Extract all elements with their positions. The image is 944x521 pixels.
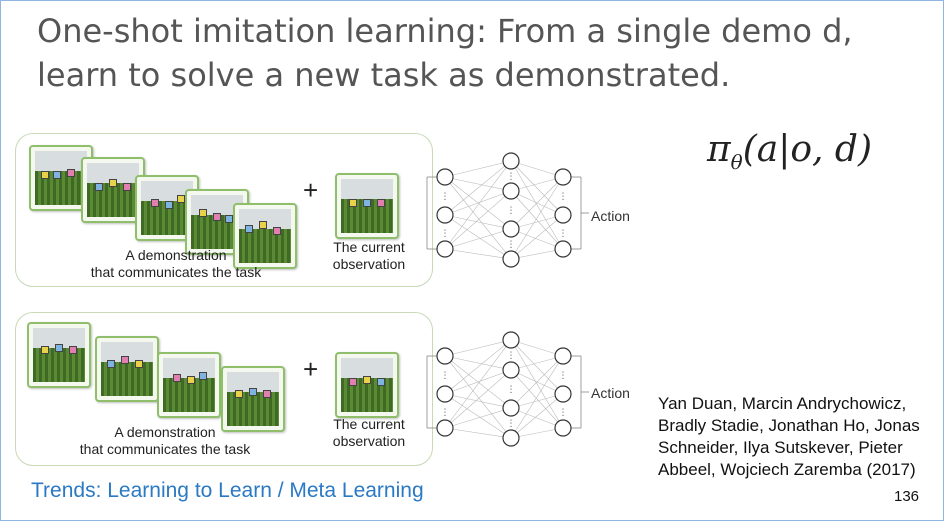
svg-text:⋮: ⋮ [441,371,450,381]
neural-network-diagram: ⋮ ⋮ ⋮ ⋮ ⋮ ⋮ ⋮ [426,152,589,268]
demo-frame-thumbnail [233,203,297,269]
formula-subscript: θ [730,150,743,175]
demo-frame-thumbnail [29,145,93,211]
page-number: 136 [894,488,920,505]
observation-caption-line1: The current [333,416,405,432]
observation-caption-line1: The current [333,239,405,255]
observation-caption-line2: observation [332,433,406,449]
formula-symbol: π [707,129,731,170]
svg-text:⋮: ⋮ [441,192,450,202]
demo-frame-thumbnail [95,336,159,402]
svg-text:⋮: ⋮ [441,408,450,418]
demo-frame-thumbnail [157,352,221,418]
svg-text:⋮: ⋮ [559,192,568,202]
svg-text:⋮: ⋮ [559,229,568,239]
slide-title: One-shot imitation learning: From a sing… [37,12,853,94]
citation: Yan Duan, Marcin Andrychowicz, Bradly St… [658,394,920,479]
demo-caption: A demonstration that communicates the ta… [65,424,265,458]
svg-text:⋮: ⋮ [559,371,568,381]
demo-caption-line1: A demonstration [114,424,216,440]
plus-sign: + [303,175,319,205]
demo-caption-line2: that communicates the task [79,441,251,457]
action-label: Action [591,208,630,224]
neural-network-diagram: ⋮ ⋮ ⋮ ⋮ ⋮ ⋮ ⋮ [426,331,589,447]
svg-text:⋮: ⋮ [507,385,516,395]
action-label: Action [591,385,630,401]
svg-text:⋮: ⋮ [441,229,450,239]
observation-caption-line2: observation [332,256,406,272]
svg-text:⋮: ⋮ [507,240,516,250]
observation-thumbnail [335,352,399,418]
demo-frame-thumbnail [221,366,285,432]
svg-text:⋮: ⋮ [507,206,516,216]
formula-args: (a|o, d) [742,129,873,170]
observation-thumbnail [335,173,399,239]
footer-link[interactable]: Trends: Learning to Learn / Meta Learnin… [31,479,424,502]
observation-caption: The current observation [321,239,417,273]
svg-text:⋮: ⋮ [507,419,516,429]
svg-text:⋮: ⋮ [559,408,568,418]
demo-caption: A demonstration that communicates the ta… [71,247,281,281]
observation-caption: The current observation [321,416,417,450]
demo-caption-line2: that communicates the task [90,264,262,280]
demo-caption-line1: A demonstration [125,247,227,263]
demo-frame-thumbnail [27,322,91,388]
policy-formula: πθ(a|o, d) [707,129,872,174]
svg-text:⋮: ⋮ [507,351,516,361]
svg-text:⋮: ⋮ [507,172,516,182]
plus-sign: + [303,354,319,384]
